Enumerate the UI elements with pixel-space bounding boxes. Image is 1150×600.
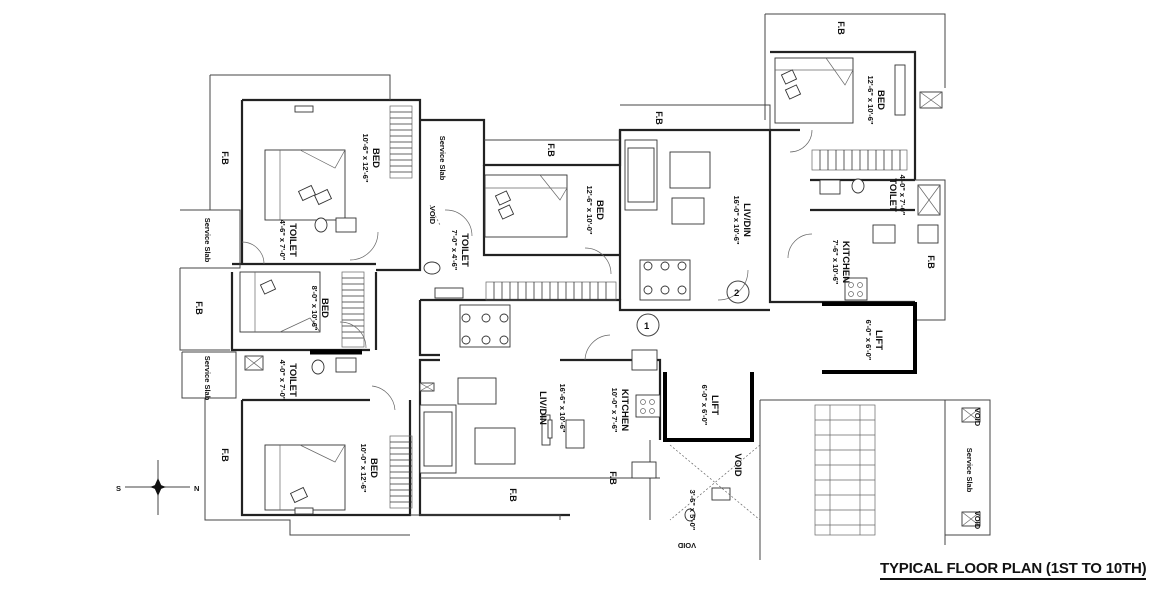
room-name-livdin-top: LIV/DIN	[741, 203, 752, 237]
room-size-toilet-top-left: 4'-6" x 7'-0"	[278, 220, 287, 261]
room-name-toilet-right: TOILET	[887, 178, 898, 212]
lift-shafts	[310, 302, 917, 442]
room-size-small-dim: 3'-6" x 5'-0"	[688, 490, 697, 531]
service-slab-label: Service Slab	[438, 136, 447, 181]
room-name-bed-center: BED	[594, 200, 605, 220]
room-name-kitchen-bottom: KITCHEN	[619, 389, 630, 431]
bed-bottom-left	[264, 444, 346, 511]
room-name-lift-center: LIFT	[709, 395, 720, 415]
room-name-lift-right: LIFT	[873, 330, 884, 350]
room-name-void-center: VOID	[732, 453, 743, 476]
drawing-title-text: TYPICAL FLOOR PLAN (1ST TO 10TH)	[880, 560, 1147, 580]
fixtures	[244, 64, 981, 527]
fb-label: F.B	[220, 448, 230, 462]
room-name-kitchen-right: KITCHEN	[840, 241, 851, 283]
service-slab-label: Service Slab	[965, 448, 974, 493]
fb-label: F.B	[608, 471, 618, 485]
bed-mid-left	[239, 271, 321, 333]
service-slab-label: Service Slab	[203, 356, 212, 401]
fb-label: F.B	[220, 151, 230, 165]
service-slab-labels: Service Slab Service Slab Service Slab S…	[203, 136, 974, 493]
fb-label: F.B	[926, 255, 936, 269]
void-label: VOID	[973, 408, 982, 427]
compass-icon: N S	[116, 460, 199, 515]
room-name-bed-top-left: BED	[370, 148, 381, 168]
compass-south: S	[116, 484, 121, 493]
service-slab-label: Service Slab	[203, 218, 212, 263]
drawing-title: TYPICAL FLOOR PLAN (1ST TO 10TH)	[880, 560, 1147, 586]
room-size-toilet-center: 7'-0" x 4'-6"	[450, 230, 459, 271]
flat-markers: 1 2	[636, 280, 750, 337]
room-name-toilet-mid-left: TOILET	[287, 363, 298, 397]
room-size-bed-center: 12'-6" x 10'-0"	[585, 185, 594, 234]
void-cross	[429, 204, 761, 521]
room-size-bed-bottom-left: 10'-0" x 12'-6"	[359, 443, 368, 492]
walls	[179, 13, 991, 560]
room-size-kitchen-right: 7'-6" x 10'-6"	[831, 240, 840, 285]
fb-labels: F.B F.B F.B F.B F.B F.B F.B F.B F.B	[194, 21, 936, 502]
wardrobes	[341, 105, 908, 509]
room-labels: BED 10'-6" x 12'-6" TOILET 4'-6" x 7'-0"…	[278, 75, 907, 530]
room-size-bed-mid-left: 8'-0" x 10'-6"	[310, 286, 319, 331]
void-label: VOID	[428, 206, 437, 225]
fb-label: F.B	[194, 301, 204, 315]
fb-label: F.B	[654, 111, 664, 125]
room-size-bed-top-right: 12'-6" x 10'-6"	[866, 75, 875, 124]
void-label: VOID	[677, 541, 696, 550]
beds	[239, 57, 854, 511]
room-name-bed-bottom-left: BED	[368, 458, 379, 478]
room-size-livdin-bottom: 16'-6" x 10'-6"	[558, 383, 567, 432]
fb-label: F.B	[836, 21, 846, 35]
room-name-toilet-top-left: TOILET	[287, 223, 298, 257]
room-size-toilet-right: 4'-0" x 7'-0"	[898, 175, 907, 216]
room-size-livdin-top: 16'-0" x 10'-6"	[732, 195, 741, 244]
void-label: VOID	[973, 511, 982, 530]
fb-label: F.B	[546, 143, 556, 157]
living-furniture	[419, 139, 711, 474]
flat-number-2: 2	[734, 288, 739, 299]
void-labels: VOID VOID VOID VOID	[428, 206, 982, 550]
room-size-bed-top-left: 10'-6" x 12'-6"	[361, 133, 370, 182]
fb-label: F.B	[508, 488, 518, 502]
bed-top-right	[774, 57, 854, 124]
room-name-livdin-bottom: LIV/DIN	[537, 391, 548, 425]
room-name-bed-mid-left: BED	[319, 298, 330, 318]
room-size-lift-center: 6'-0" x 6'-0"	[700, 385, 709, 426]
door-swings	[241, 129, 813, 411]
bed-top-left	[264, 149, 346, 221]
room-name-bed-top-right: BED	[875, 90, 886, 110]
room-name-toilet-center: TOILET	[459, 233, 470, 267]
room-size-toilet-mid-left: 4'-0" x 7'-0"	[278, 360, 287, 401]
room-size-lift-right: 6'-0" x 6'-0"	[864, 320, 873, 361]
compass-north: N	[194, 484, 199, 493]
flat-number-1: 1	[644, 321, 650, 332]
room-size-kitchen-bottom: 10'-0" x 7'-6"	[610, 388, 619, 433]
bed-center	[484, 174, 568, 238]
